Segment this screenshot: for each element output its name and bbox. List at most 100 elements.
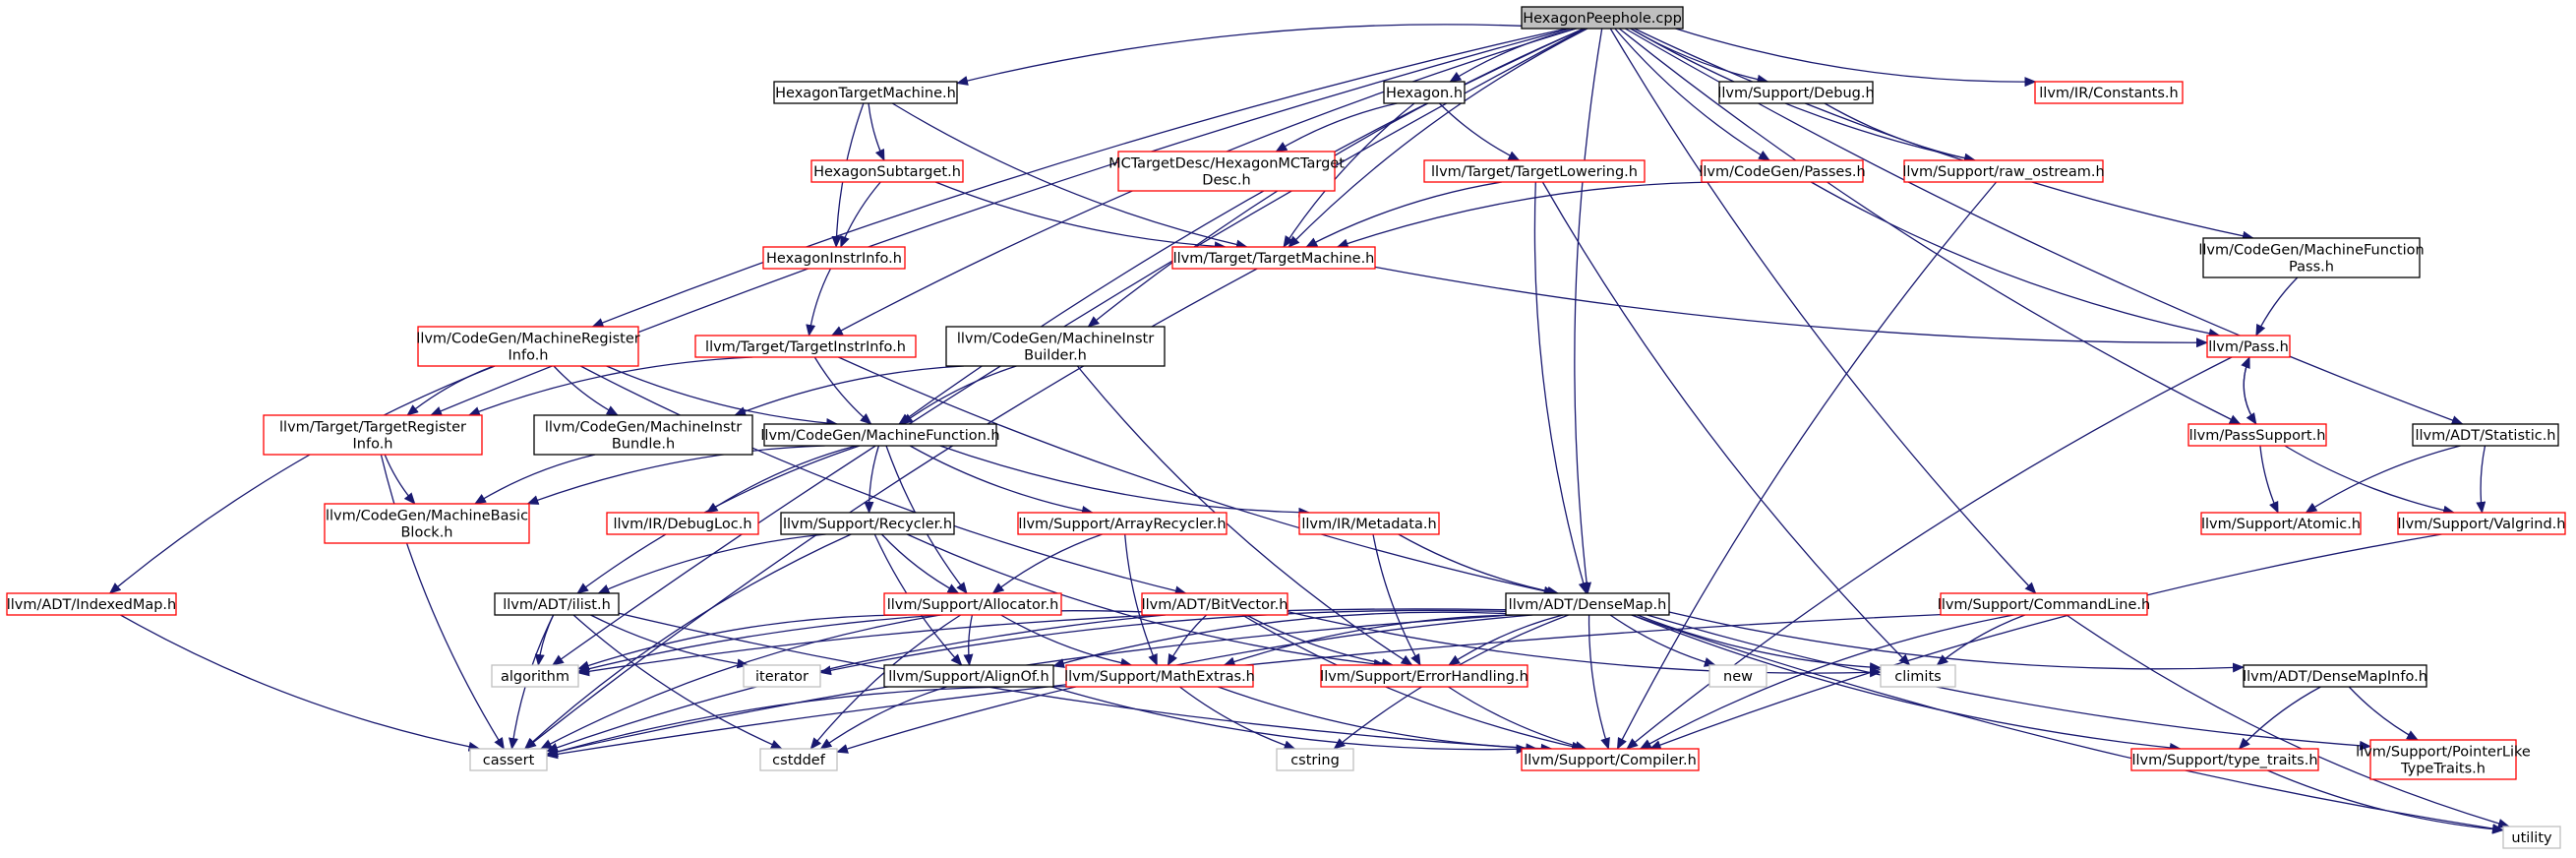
edge-dminfo-to-ttraits: [2238, 686, 2321, 750]
node-compiler[interactable]: llvm/Support/Compiler.h: [1521, 748, 1700, 771]
node-label-passes: llvm/CodeGen/Passes.h: [1699, 164, 1865, 180]
node-errh[interactable]: llvm/Support/ErrorHandling.h: [1320, 664, 1528, 688]
node-box-climits: [1880, 664, 1956, 688]
node-utility[interactable]: utility: [2502, 826, 2561, 849]
node-box-recycler: [780, 512, 955, 535]
node-label-atomic: llvm/Support/Atomic.h: [2201, 517, 2361, 532]
node-box-ttm: [1171, 246, 1376, 270]
edge-dmap-to-cstddef: [836, 614, 1533, 754]
node-label-cassert: cassert: [483, 753, 535, 768]
node-box-cstddef: [759, 748, 838, 771]
edge-mri-to-bitvec: [579, 365, 1187, 596]
edge-tri-to-cassert: [380, 454, 505, 750]
node-dbg[interactable]: llvm/Support/Debug.h: [1717, 81, 1875, 104]
node-box-root: [1521, 6, 1684, 30]
node-pass[interactable]: llvm/Pass.h: [2206, 335, 2291, 358]
node-cmdline[interactable]: llvm/Support/CommandLine.h: [1938, 592, 2150, 616]
edge-tlow-to-ttm: [1305, 181, 1503, 248]
edge-alignof-to-cstddef: [819, 686, 947, 750]
node-box-hii: [762, 246, 906, 270]
node-alloc[interactable]: llvm/Support/Allocator.h: [883, 592, 1062, 616]
node-label-root: HexagonPeephole.cpp: [1523, 11, 1682, 27]
edge-root-to-psupport: [1618, 28, 2242, 425]
edge-mri-to-mibundle: [553, 365, 619, 416]
node-label-recycler: llvm/Support/Recycler.h: [783, 517, 952, 532]
node-box-meta: [1298, 512, 1440, 535]
node-label-hsub: HexagonSubtarget.h: [813, 164, 961, 180]
node-htm[interactable]: HexagonTargetMachine.h: [773, 81, 958, 104]
node-label-mfpass-line-2: Pass.h: [2289, 260, 2334, 276]
node-hii[interactable]: HexagonInstrInfo.h: [762, 246, 906, 270]
node-stat[interactable]: llvm/ADT/Statistic.h: [2412, 423, 2559, 447]
node-box-alloc: [883, 592, 1062, 616]
edge-root-to-dmap: [1574, 28, 1603, 594]
node-tlow[interactable]: llvm/Target/TargetLowering.h: [1423, 159, 1646, 183]
node-atomic[interactable]: llvm/Support/Atomic.h: [2200, 512, 2362, 535]
node-const[interactable]: llvm/IR/Constants.h: [2034, 81, 2184, 104]
node-label-iter: iterator: [755, 669, 809, 685]
edge-pass-to-compiler: [1626, 356, 2233, 750]
node-passes[interactable]: llvm/CodeGen/Passes.h: [1699, 159, 1866, 183]
node-ttraits[interactable]: llvm/Support/type_traits.h: [2130, 748, 2319, 771]
node-label-tii: llvm/Target/TargetInstrInfo.h: [705, 339, 906, 355]
node-ttm[interactable]: llvm/Target/TargetMachine.h: [1171, 246, 1376, 270]
node-rawos[interactable]: llvm/Support/raw_ostream.h: [1902, 159, 2105, 183]
edge-tii-to-mf: [813, 356, 872, 425]
node-psupport[interactable]: llvm/PassSupport.h: [2187, 423, 2327, 447]
node-label-mri-line-1: llvm/CodeGen/MachineRegister: [416, 332, 639, 347]
node-dloc[interactable]: llvm/IR/DebugLoc.h: [606, 512, 759, 535]
node-ilist[interactable]: llvm/ADT/ilist.h: [494, 592, 620, 616]
node-hsub[interactable]: HexagonSubtarget.h: [810, 159, 964, 183]
edge-mf-to-meta: [939, 445, 1311, 518]
node-label-mibundle-line-2: Bundle.h: [612, 437, 675, 453]
node-root[interactable]: HexagonPeephole.cpp: [1521, 6, 1684, 30]
node-iter[interactable]: iterator: [743, 664, 821, 688]
node-dminfo[interactable]: llvm/ADT/DenseMapInfo.h: [2243, 664, 2427, 688]
node-box-dmap: [1505, 592, 1670, 616]
edge-tlow-to-climits: [1541, 181, 1911, 666]
edge-mf-to-arecycler: [909, 445, 1094, 516]
node-box-stat: [2412, 423, 2559, 447]
node-hex[interactable]: Hexagon.h: [1383, 81, 1466, 104]
node-box-const: [2034, 81, 2184, 104]
node-box-utility: [2502, 826, 2561, 849]
edge-root-to-hex: [1449, 28, 1577, 83]
node-box-tri: [263, 414, 483, 456]
node-box-iter: [743, 664, 821, 688]
node-cstring[interactable]: cstring: [1276, 748, 1354, 771]
node-valgrind[interactable]: llvm/Support/Valgrind.h: [2397, 512, 2566, 535]
node-label-tlow: llvm/Target/TargetLowering.h: [1431, 164, 1638, 180]
node-label-valgrind: llvm/Support/Valgrind.h: [2398, 517, 2566, 532]
node-label-pass: llvm/Pass.h: [2208, 339, 2289, 355]
node-alignof[interactable]: llvm/Support/AlignOf.h: [883, 664, 1054, 688]
node-algo[interactable]: algorithm: [491, 664, 579, 688]
node-tii[interactable]: llvm/Target/TargetInstrInfo.h: [694, 335, 917, 358]
node-imap[interactable]: llvm/ADT/IndexedMap.h: [6, 592, 177, 616]
node-cassert[interactable]: cassert: [469, 748, 548, 771]
node-new[interactable]: new: [1708, 664, 1767, 688]
edge-bitvec-to-mext: [1167, 614, 1208, 666]
node-cstddef[interactable]: cstddef: [759, 748, 838, 771]
node-climits[interactable]: climits: [1880, 664, 1956, 688]
node-recycler[interactable]: llvm/Support/Recycler.h: [780, 512, 955, 535]
node-bitvec[interactable]: llvm/ADT/BitVector.h: [1141, 592, 1288, 616]
node-mext[interactable]: llvm/Support/MathExtras.h: [1064, 664, 1255, 688]
node-box-tlow: [1423, 159, 1646, 183]
node-arecycler[interactable]: llvm/Support/ArrayRecycler.h: [1017, 512, 1228, 535]
node-mf[interactable]: llvm/CodeGen/MachineFunction.h: [760, 423, 1000, 447]
node-meta[interactable]: llvm/IR/Metadata.h: [1298, 512, 1440, 535]
edge-mib-to-mibundle: [734, 365, 964, 416]
node-dmap[interactable]: llvm/ADT/DenseMap.h: [1505, 592, 1670, 616]
node-label-mri-line-2: Info.h: [509, 348, 549, 364]
node-label-const: llvm/IR/Constants.h: [2039, 86, 2178, 101]
node-box-mf: [763, 423, 997, 447]
edge-mext-to-cassert: [546, 686, 1076, 757]
